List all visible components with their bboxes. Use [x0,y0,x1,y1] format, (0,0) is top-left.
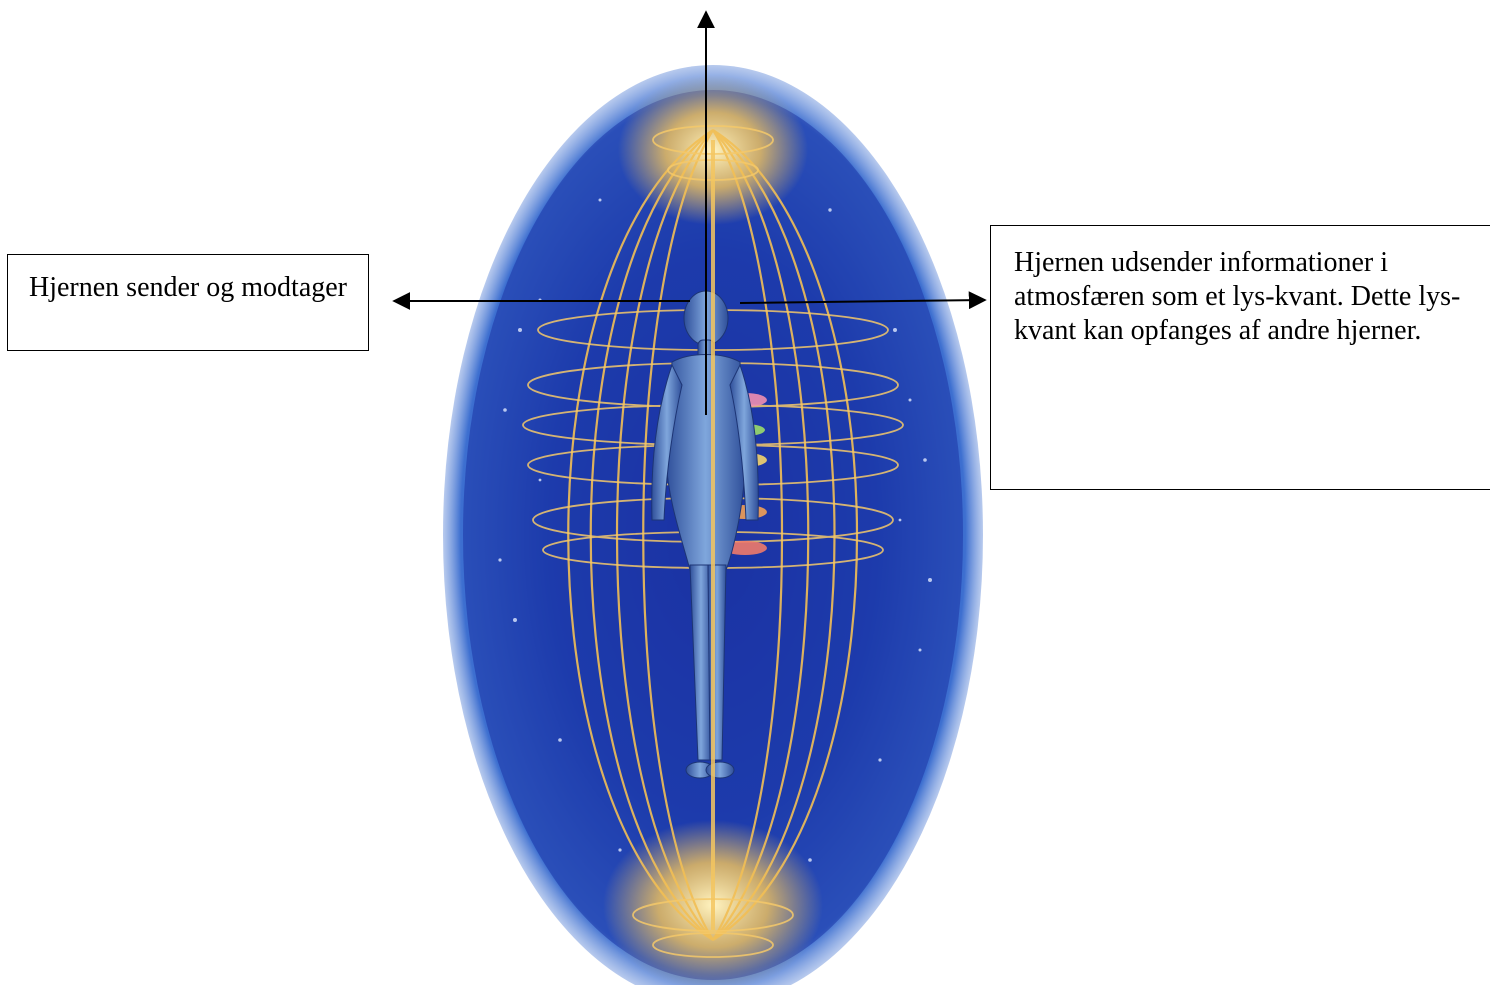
label-box-right: Hjernen udsender informationer i atmosfæ… [990,225,1490,490]
label-text-left: Hjernen sender og modtager [29,272,347,303]
energy-field-illustration [443,65,983,985]
label-text-right: Hjernen udsender informationer i atmosfæ… [1014,247,1460,346]
label-box-left: Hjernen sender og modtager [7,254,369,351]
